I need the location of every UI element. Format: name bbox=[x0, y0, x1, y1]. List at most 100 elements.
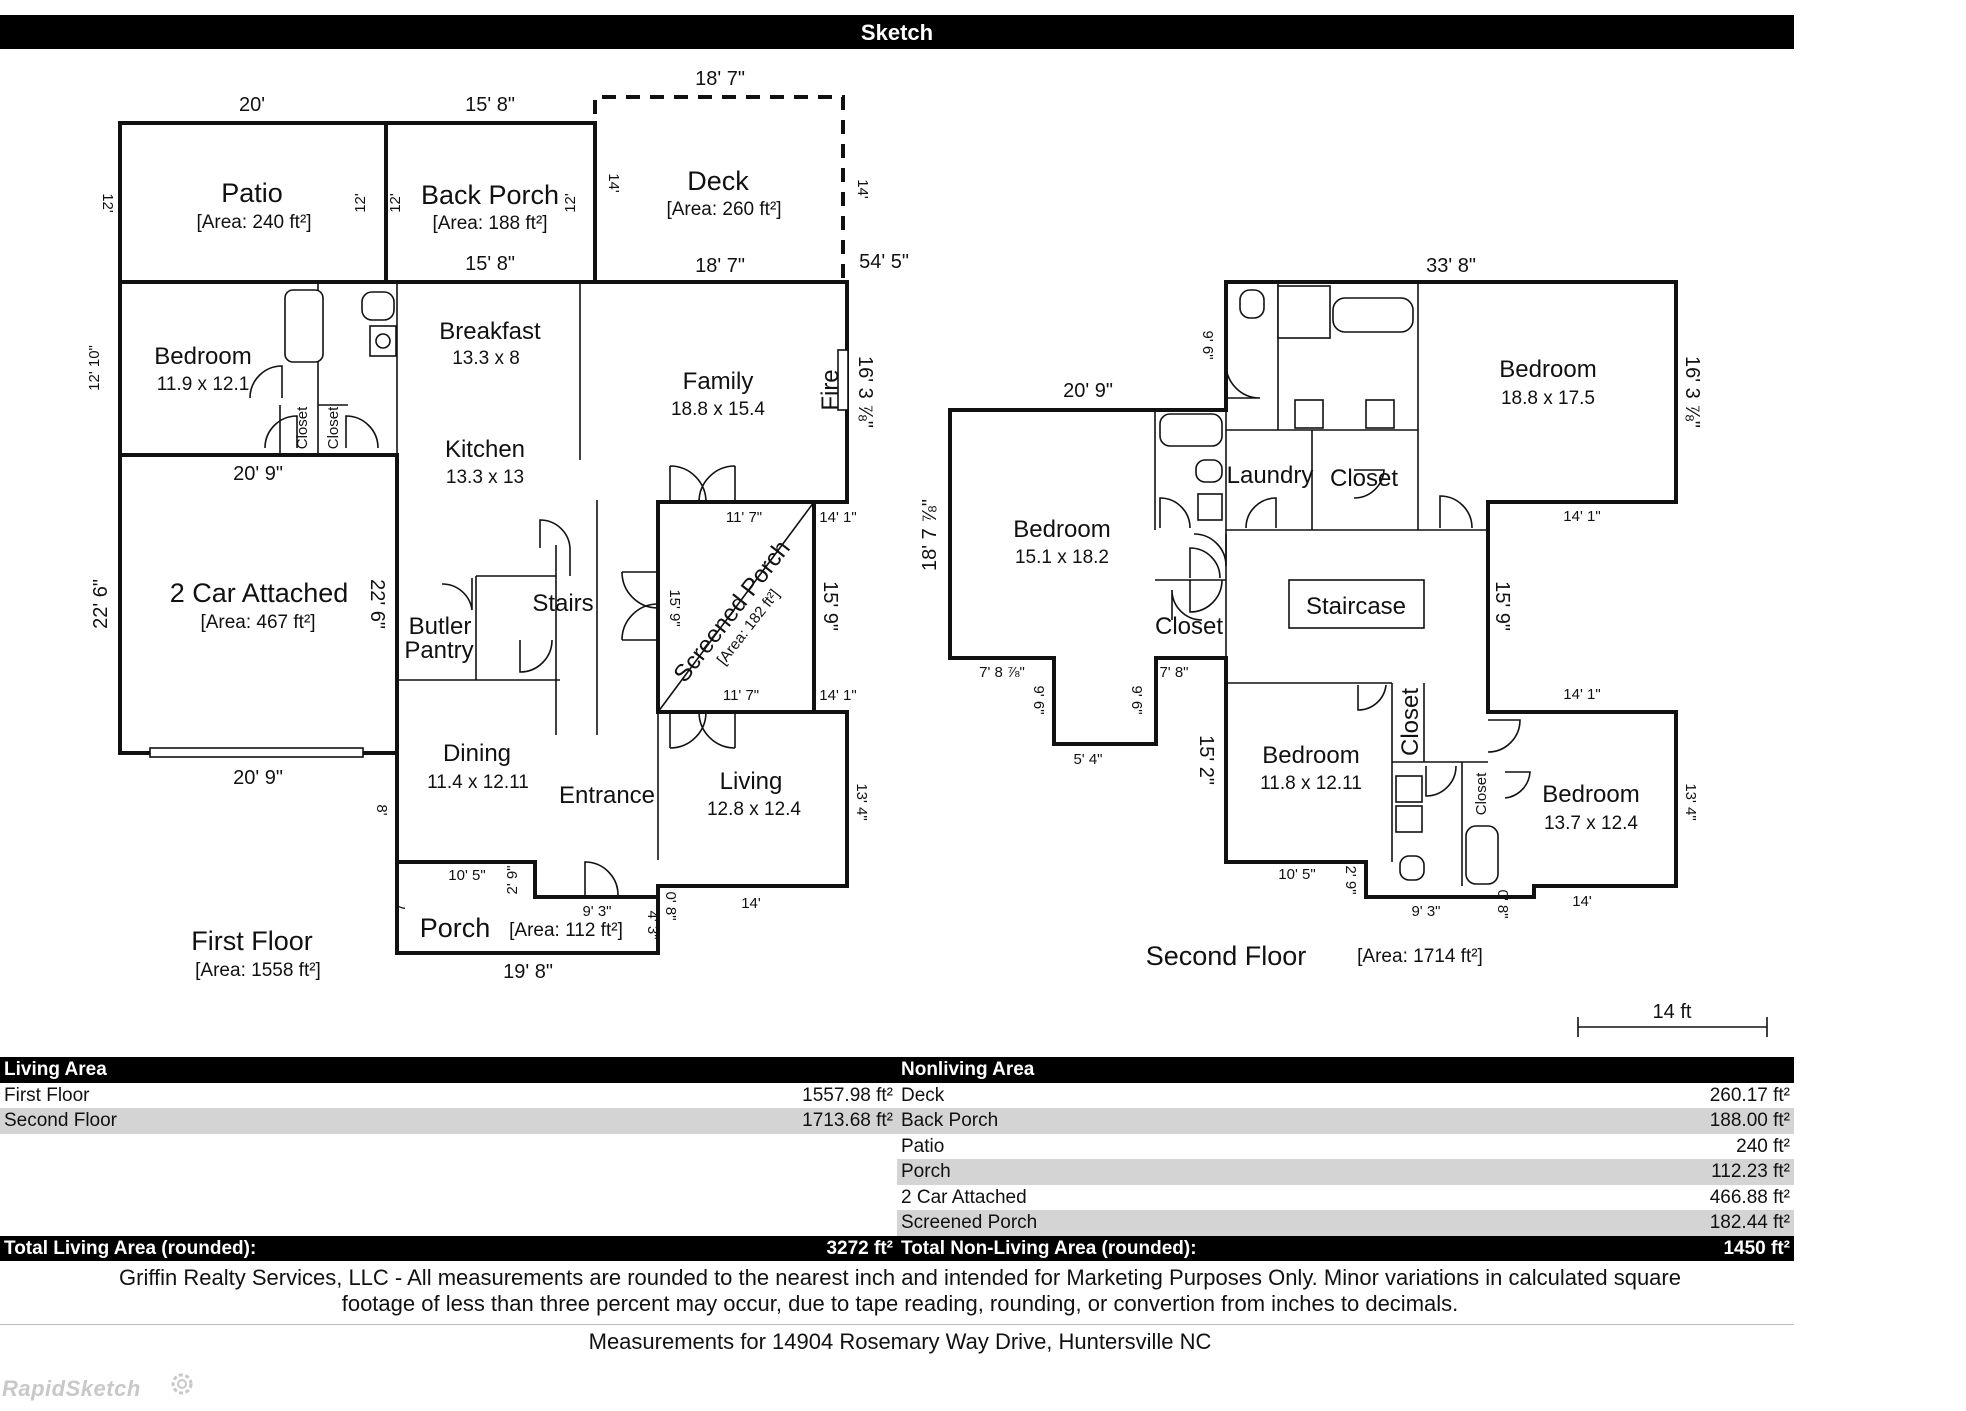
dining-size: 11.4 x 12.11 bbox=[427, 772, 529, 793]
dimension-label: 15' 9" bbox=[819, 581, 841, 631]
dimension-label: 54' 5" bbox=[859, 251, 909, 273]
closet-label: Closet bbox=[1330, 465, 1398, 492]
door-swing-icon bbox=[1357, 684, 1387, 711]
door-swing-icon bbox=[519, 639, 553, 673]
shower-icon bbox=[1277, 285, 1331, 339]
first-floor-title: First Floor bbox=[191, 926, 313, 956]
door-swing-icon bbox=[441, 578, 473, 611]
door-swing-icon bbox=[1171, 589, 1203, 621]
sink-icon bbox=[1197, 493, 1223, 521]
door-swing-icon bbox=[539, 519, 571, 576]
dimension-label: 14' 1" bbox=[1563, 508, 1600, 525]
toilet-icon bbox=[1239, 289, 1265, 319]
toilet-icon bbox=[1195, 459, 1223, 483]
family-size: 18.8 x 15.4 bbox=[671, 399, 765, 420]
dimension-label: 12' bbox=[99, 193, 116, 213]
dimension-label: 5' 4" bbox=[1073, 751, 1102, 768]
dimension-label: 14' 1" bbox=[1563, 686, 1600, 703]
dimension-label: 14' bbox=[605, 173, 622, 193]
dimension-label: 15' 9" bbox=[666, 589, 683, 626]
dimension-label: 19' 8" bbox=[503, 961, 553, 983]
closet-label: Closet bbox=[1155, 613, 1223, 640]
patio-area: [Area: 240 ft²] bbox=[196, 212, 311, 233]
bedroom-label: Bedroom bbox=[154, 343, 251, 370]
bathtub-icon bbox=[284, 289, 324, 363]
garage-label: 2 Car Attached bbox=[170, 578, 349, 608]
bedroom-c-size: 13.7 x 12.4 bbox=[1544, 813, 1638, 834]
closet-label: Closet bbox=[294, 406, 311, 449]
toilet-icon bbox=[361, 291, 395, 321]
fire-label: Fire bbox=[817, 369, 844, 410]
dimension-label: 15' 8" bbox=[465, 253, 515, 275]
sketch-title: Sketch bbox=[861, 20, 933, 45]
door-swing-icon bbox=[621, 571, 659, 641]
bedroom-b-label: Bedroom bbox=[1262, 742, 1359, 769]
door-swing-icon bbox=[1487, 719, 1521, 753]
bedroom-left-size: 15.1 x 18.2 bbox=[1015, 547, 1109, 568]
dimension-label: 14' bbox=[854, 179, 871, 199]
door-swing-icon bbox=[1353, 469, 1385, 499]
bedroom-left-label: Bedroom bbox=[1013, 516, 1110, 543]
sink-icon bbox=[1395, 805, 1423, 833]
dimension-label: 10' 5" bbox=[448, 867, 485, 884]
porch-outline bbox=[395, 860, 660, 955]
door-swing-icon bbox=[1189, 547, 1221, 579]
dimension-label: 16' 3 ⅞" bbox=[1681, 356, 1703, 428]
first-floor-area: [Area: 1558 ft²] bbox=[195, 960, 321, 981]
table-header-row: Living Area Nonliving Area bbox=[0, 1057, 1794, 1083]
sink-icon bbox=[1365, 399, 1395, 429]
door-swing-icon bbox=[1159, 497, 1191, 529]
dimension-label: 12' bbox=[387, 193, 404, 213]
butler-label: Butler bbox=[409, 613, 472, 640]
bathtub-icon bbox=[1159, 413, 1223, 447]
dimension-label: 15' 8" bbox=[465, 94, 515, 116]
sink-icon bbox=[1395, 775, 1423, 803]
dimension-label: 14' 1" bbox=[819, 687, 856, 704]
dimension-label: 7' 8 ⅞" bbox=[979, 664, 1025, 681]
total-living-value: 3272 ft² bbox=[826, 1237, 893, 1259]
dimension-label: 16' 3 ⅞" bbox=[854, 356, 876, 428]
dimension-label: 11' 7" bbox=[723, 687, 759, 704]
living-label: Living bbox=[720, 768, 783, 795]
breakfast-label: Breakfast bbox=[439, 318, 541, 345]
sink-icon bbox=[1294, 399, 1324, 429]
dimension-label: 22' 6" bbox=[90, 579, 112, 629]
dimension-label: 22' 6" bbox=[366, 579, 388, 629]
dimension-label: 18' 7" bbox=[695, 68, 745, 90]
table-total-row: Total Living Area (rounded):3272 ft² Tot… bbox=[0, 1235, 1794, 1261]
dimension-label: 9' 6" bbox=[1199, 330, 1216, 359]
pantry-label: Pantry bbox=[404, 637, 473, 664]
first-floor-plan: Patio [Area: 240 ft²] Back Porch [Area: … bbox=[86, 68, 909, 983]
total-nonliving-value: 1450 ft² bbox=[1723, 1237, 1790, 1259]
dimension-label: 18' 7" bbox=[695, 255, 745, 277]
dimension-label: 20' 9" bbox=[233, 767, 283, 789]
dimension-label: 9' 6" bbox=[1030, 685, 1047, 714]
door-swing-icon bbox=[1439, 495, 1473, 529]
deck-area: [Area: 260 ft²] bbox=[666, 199, 781, 220]
dimension-label: 11' 7" bbox=[726, 509, 762, 526]
dimension-label: 14' bbox=[1572, 893, 1592, 910]
back-porch-label: Back Porch bbox=[421, 180, 559, 210]
door-swing-icon bbox=[669, 711, 736, 749]
bedroom-size: 11.9 x 12.1 bbox=[157, 374, 250, 395]
family-label: Family bbox=[683, 368, 754, 395]
screened-porch-outline bbox=[656, 500, 816, 714]
dimension-label: 9' 3" bbox=[582, 903, 611, 920]
door-swing-icon bbox=[1193, 533, 1227, 567]
door-swing-icon bbox=[264, 415, 298, 449]
closet-label: Closet bbox=[1397, 688, 1424, 756]
door-swing-icon bbox=[1189, 579, 1223, 613]
bedroom-main-label: Bedroom bbox=[1499, 356, 1596, 383]
door-swing-icon bbox=[1225, 363, 1261, 399]
address-line: Measurements for 14904 Rosemary Way Driv… bbox=[588, 1329, 1212, 1354]
divider bbox=[0, 1324, 1794, 1325]
total-living-label: Total Living Area (rounded): bbox=[4, 1237, 257, 1259]
